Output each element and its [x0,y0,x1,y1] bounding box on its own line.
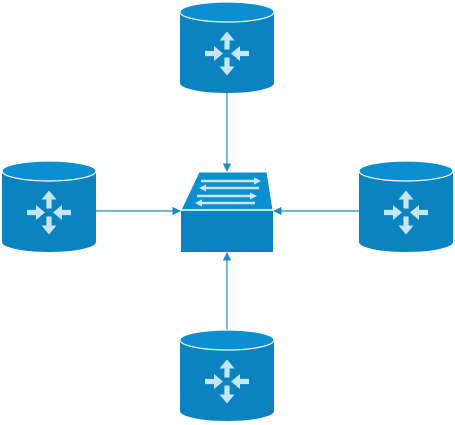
router-bottom [179,329,275,421]
router-right [358,160,454,252]
switch-icon [195,177,261,207]
router-top [179,1,275,93]
router-icon [205,31,249,76]
router-left [1,160,97,252]
router-icon [205,359,249,404]
router-icon [384,190,428,235]
router-icon [27,190,71,235]
connection-links [96,93,359,330]
switch-center [180,171,274,252]
